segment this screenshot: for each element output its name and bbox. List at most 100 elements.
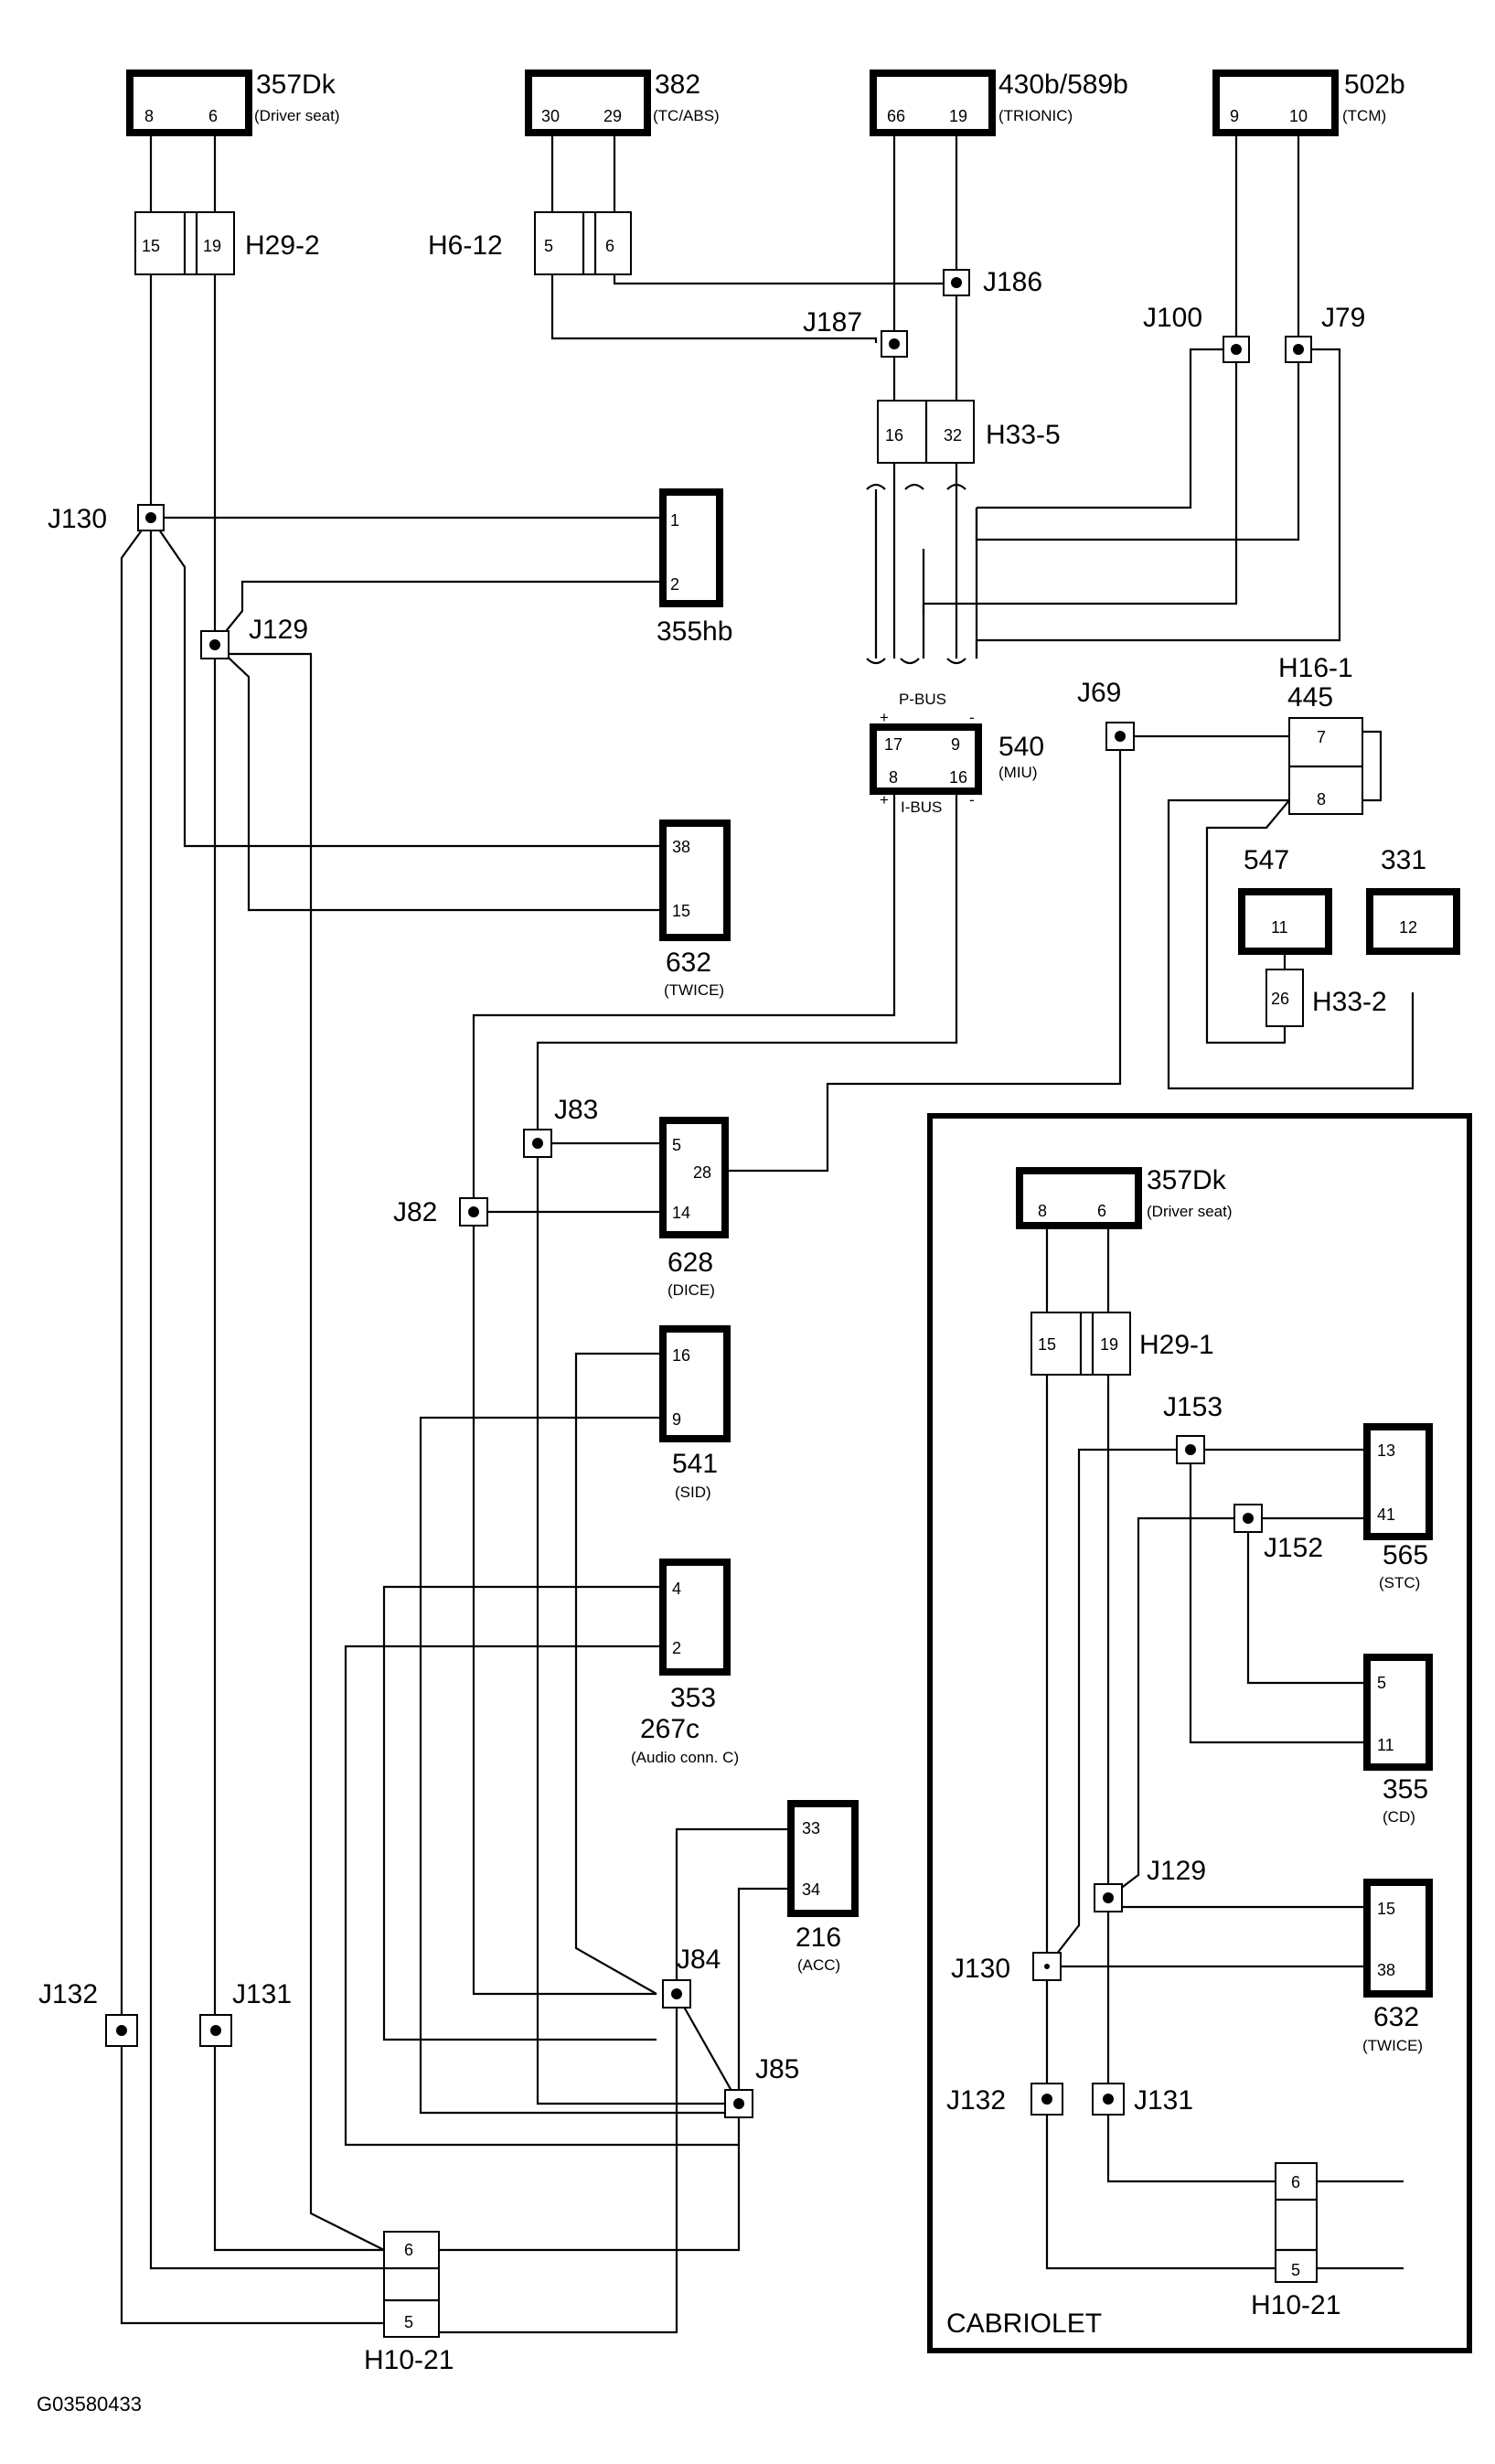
junction-j100: J100 bbox=[1143, 303, 1250, 363]
svg-text:30: 30 bbox=[541, 107, 560, 125]
svg-text:8: 8 bbox=[144, 107, 154, 125]
p-bus-plus: + bbox=[880, 709, 889, 726]
junction-j83: J83 bbox=[523, 1095, 598, 1158]
junction-j69: J69 bbox=[1077, 678, 1135, 751]
svg-text:J85: J85 bbox=[755, 2054, 799, 2084]
svg-text:32: 32 bbox=[944, 426, 962, 445]
svg-text:2: 2 bbox=[672, 1639, 681, 1657]
svg-text:6: 6 bbox=[1097, 1202, 1106, 1220]
junction-j153: J153 bbox=[1163, 1392, 1223, 1464]
svg-text:41: 41 bbox=[1377, 1505, 1395, 1524]
svg-text:(TRIONIC): (TRIONIC) bbox=[998, 107, 1073, 124]
i-bus-plus: + bbox=[880, 791, 889, 809]
junction-j131: J131 bbox=[199, 1979, 292, 2047]
junction-j132-cabriolet: J132 bbox=[946, 2083, 1063, 2116]
svg-text:(TWICE): (TWICE) bbox=[1362, 2037, 1423, 2054]
bus-brackets bbox=[866, 483, 966, 665]
component-540-miu: 17 9 8 16 540 (MIU) bbox=[870, 723, 1044, 795]
svg-text:J129: J129 bbox=[1147, 1856, 1206, 1886]
svg-text:J82: J82 bbox=[393, 1197, 437, 1227]
junction-j130-cabriolet: J130 bbox=[951, 1952, 1062, 1984]
svg-text:14: 14 bbox=[672, 1204, 690, 1222]
svg-text:11: 11 bbox=[1271, 918, 1288, 937]
junction-j84: J84 bbox=[662, 1944, 721, 2009]
svg-text:5: 5 bbox=[404, 2313, 413, 2331]
svg-text:J84: J84 bbox=[677, 1944, 721, 1975]
component-331: 12 331 bbox=[1366, 845, 1460, 955]
svg-text:H33-2: H33-2 bbox=[1312, 987, 1387, 1017]
junction-j85: J85 bbox=[724, 2054, 799, 2118]
connector-h29-1: 15 19 H29-1 bbox=[1030, 1312, 1214, 1376]
svg-text:5: 5 bbox=[544, 237, 553, 255]
svg-text:15: 15 bbox=[1038, 1335, 1056, 1354]
svg-text:632: 632 bbox=[666, 948, 711, 978]
svg-text:H29-2: H29-2 bbox=[245, 230, 320, 261]
svg-text:J100: J100 bbox=[1143, 303, 1202, 333]
svg-text:5: 5 bbox=[1377, 1674, 1386, 1692]
junction-j130: J130 bbox=[48, 504, 165, 534]
svg-text:382: 382 bbox=[655, 70, 700, 100]
svg-text:J187: J187 bbox=[803, 307, 862, 337]
svg-text:632: 632 bbox=[1373, 2002, 1419, 2032]
svg-text:J130: J130 bbox=[951, 1954, 1010, 1984]
svg-text:8: 8 bbox=[1317, 790, 1326, 809]
component-353-267c: 4 2 353 267c (Audio conn. C) bbox=[631, 1559, 739, 1766]
svg-text:8: 8 bbox=[1038, 1202, 1047, 1220]
svg-text:J130: J130 bbox=[48, 504, 107, 534]
svg-text:331: 331 bbox=[1381, 845, 1426, 875]
i-bus-minus: - bbox=[969, 791, 975, 809]
svg-text:357Dk: 357Dk bbox=[1147, 1165, 1227, 1195]
svg-text:541: 541 bbox=[672, 1449, 718, 1479]
svg-text:5: 5 bbox=[1291, 2261, 1300, 2279]
svg-text:7: 7 bbox=[1317, 728, 1326, 746]
svg-text:16: 16 bbox=[949, 768, 967, 787]
connector-h29-2: 15 19 H29-2 bbox=[134, 211, 320, 275]
cabriolet-label: CABRIOLET bbox=[946, 2309, 1102, 2339]
junction-j131-cabriolet: J131 bbox=[1092, 2083, 1193, 2116]
svg-text:38: 38 bbox=[672, 838, 690, 856]
connector-h33-2: 26 H33-2 bbox=[1265, 969, 1387, 1027]
svg-text:19: 19 bbox=[203, 237, 221, 255]
svg-text:(STC): (STC) bbox=[1379, 1574, 1420, 1591]
svg-text:9: 9 bbox=[672, 1410, 681, 1429]
svg-text:17: 17 bbox=[884, 735, 902, 754]
connector-h10-21: 6 5 H10-21 bbox=[364, 2231, 454, 2375]
svg-text:4: 4 bbox=[672, 1580, 681, 1598]
p-bus-minus: - bbox=[969, 709, 975, 726]
svg-text:J132: J132 bbox=[38, 1979, 98, 2009]
svg-text:J79: J79 bbox=[1321, 303, 1365, 333]
svg-text:H10-21: H10-21 bbox=[364, 2345, 454, 2375]
connector-h33-5: 16 32 H33-5 bbox=[877, 400, 1061, 464]
svg-text:430b/589b: 430b/589b bbox=[998, 70, 1128, 100]
junction-j132: J132 bbox=[38, 1979, 138, 2047]
svg-text:J152: J152 bbox=[1264, 1533, 1323, 1563]
junction-j79: J79 bbox=[1285, 303, 1365, 363]
svg-text:1: 1 bbox=[670, 511, 679, 530]
svg-text:12: 12 bbox=[1399, 918, 1417, 937]
svg-text:15: 15 bbox=[142, 237, 160, 255]
component-502b: 9 10 502b (TCM) bbox=[1212, 70, 1405, 136]
component-382: 30 29 382 (TC/ABS) bbox=[525, 70, 720, 136]
svg-text:(Audio conn. C): (Audio conn. C) bbox=[631, 1749, 739, 1766]
junction-j186: J186 bbox=[943, 267, 1042, 297]
svg-text:19: 19 bbox=[1100, 1335, 1118, 1354]
connector-h10-21-cabriolet: 6 5 H10-21 bbox=[1251, 2162, 1340, 2320]
wires bbox=[120, 133, 1415, 2334]
component-430b-589b: 66 19 430b/589b (TRIONIC) bbox=[870, 70, 1128, 136]
svg-text:J132: J132 bbox=[946, 2085, 1006, 2116]
svg-text:540: 540 bbox=[998, 732, 1044, 762]
svg-text:J186: J186 bbox=[983, 267, 1042, 297]
svg-text:(TCM): (TCM) bbox=[1342, 107, 1386, 124]
svg-text:15: 15 bbox=[672, 902, 690, 920]
svg-text:J69: J69 bbox=[1077, 678, 1121, 708]
svg-text:267c: 267c bbox=[640, 1714, 699, 1744]
junction-j129: J129 bbox=[200, 615, 308, 659]
component-355: 5 11 355 (CD) bbox=[1363, 1654, 1433, 1826]
svg-text:29: 29 bbox=[603, 107, 622, 125]
svg-text:(Driver seat): (Driver seat) bbox=[1147, 1203, 1233, 1220]
svg-text:(TWICE): (TWICE) bbox=[664, 981, 724, 999]
component-547: 11 547 bbox=[1238, 845, 1332, 955]
svg-text:(SID): (SID) bbox=[675, 1484, 711, 1501]
svg-text:565: 565 bbox=[1383, 1540, 1428, 1570]
junction-j152: J152 bbox=[1233, 1504, 1323, 1563]
